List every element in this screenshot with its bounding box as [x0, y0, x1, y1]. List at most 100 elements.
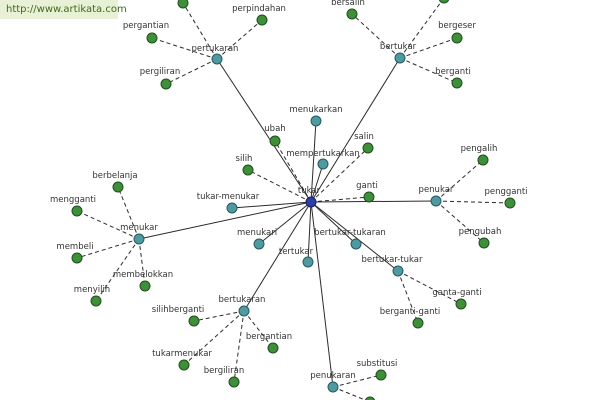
label-membelokkan[interactable]: membelokkan	[113, 270, 173, 280]
label-ubah[interactable]: ubah	[264, 124, 285, 134]
node-perpindahan[interactable]	[256, 14, 268, 26]
edge-tukar-tertukar	[307, 201, 312, 263]
node-tukar-menukar[interactable]	[226, 202, 238, 214]
node-bergeser[interactable]	[451, 32, 463, 44]
label-penukar[interactable]: penukar	[419, 185, 454, 195]
label-pengalih[interactable]: pengalih	[461, 144, 498, 154]
node-salin[interactable]	[362, 142, 374, 154]
node-menyilih[interactable]	[90, 295, 102, 307]
label-ganti[interactable]: ganti	[356, 181, 378, 191]
label-substitusi[interactable]: substitusi	[357, 359, 398, 369]
node-berbelanja[interactable]	[112, 181, 124, 193]
node-pergiliran[interactable]	[160, 78, 172, 90]
node-bottom-right-1[interactable]	[364, 396, 376, 400]
label-bersalin[interactable]: bersalin	[331, 0, 365, 8]
node-menukar[interactable]	[133, 233, 145, 245]
label-pertukaran[interactable]: pertukaran	[192, 44, 239, 54]
label-menukar[interactable]: menukar	[120, 223, 158, 233]
node-membelokkan[interactable]	[139, 280, 151, 292]
edge-menukar-berbelanja	[117, 186, 140, 240]
node-pergantian[interactable]	[146, 32, 158, 44]
label-perpindahan[interactable]: perpindahan	[232, 4, 286, 14]
node-pengalih[interactable]	[477, 154, 489, 166]
node-bertukaran[interactable]	[238, 305, 250, 317]
node-bertukar[interactable]	[394, 52, 406, 64]
label-membeli[interactable]: membeli	[56, 242, 93, 252]
edge-bertukar-bersalin	[351, 13, 401, 59]
node-penukaran[interactable]	[327, 381, 339, 393]
label-mengganti[interactable]: mengganti	[50, 195, 96, 205]
label-pengganti[interactable]: pengganti	[484, 187, 527, 197]
node-tukarmenukar[interactable]	[178, 359, 190, 371]
edge-pertukaran-perpindahan	[216, 19, 263, 60]
node-mengganti[interactable]	[71, 205, 83, 217]
node-bergiliran[interactable]	[228, 376, 240, 388]
node-ganta-ganti[interactable]	[455, 298, 467, 310]
label-silih[interactable]: silih	[236, 154, 253, 164]
node-berganti-ganti[interactable]	[412, 317, 424, 329]
edge-bertukar-tukar-berganti-ganti	[397, 270, 419, 324]
edge-tukar-bertukaran	[243, 201, 312, 312]
node-silihberganti[interactable]	[188, 315, 200, 327]
label-bergiliran[interactable]: bergiliran	[204, 366, 245, 376]
label-bergeser[interactable]: bergeser	[438, 21, 476, 31]
label-salin[interactable]: salin	[354, 132, 374, 142]
label-tukarmenukar[interactable]: tukarmenukar	[152, 349, 212, 359]
label-menukari[interactable]: menukari	[237, 228, 277, 238]
label-berganti[interactable]: berganti	[435, 67, 471, 77]
label-berganti-ganti[interactable]: berganti-ganti	[380, 307, 440, 317]
label-bertukar[interactable]: bertukar	[380, 42, 417, 52]
label-pergiliran[interactable]: pergiliran	[140, 67, 181, 77]
label-pengubah[interactable]: pengubah	[459, 227, 502, 237]
edge-tukar-menukarkan	[310, 120, 317, 203]
node-tertukar[interactable]	[302, 256, 314, 268]
node-substitusi[interactable]	[375, 369, 387, 381]
node-top-left-1[interactable]	[177, 0, 189, 9]
label-menukarkan[interactable]: menukarkan	[289, 105, 342, 115]
node-menukari[interactable]	[253, 238, 265, 250]
edge-bertukar-tukar-ganta-ganti	[397, 270, 462, 305]
label-berbelanja[interactable]: berbelanja	[92, 171, 137, 181]
node-mempertukarkan[interactable]	[317, 158, 329, 170]
edge-tukar-salin	[310, 147, 369, 203]
edge-bertukaran-silihberganti	[193, 310, 245, 322]
node-bersalin[interactable]	[346, 8, 358, 20]
label-pergantian[interactable]: pergantian	[123, 21, 169, 31]
edge-menukar-menyilih	[95, 238, 140, 302]
label-bertukar-tukar[interactable]: bertukar-tukar	[361, 255, 423, 265]
node-tukar[interactable]	[305, 196, 317, 208]
site-watermark[interactable]: http://www.artikata.com	[0, 0, 127, 19]
node-top-right-1[interactable]	[438, 0, 450, 4]
node-bertukar-tukar[interactable]	[392, 265, 404, 277]
node-pengganti[interactable]	[504, 197, 516, 209]
node-pengubah[interactable]	[478, 237, 490, 249]
edge-bertukaran-bergantian	[243, 310, 274, 349]
label-menyilih[interactable]: menyilih	[74, 285, 110, 295]
node-menukarkan[interactable]	[310, 115, 322, 127]
label-mempertukarkan[interactable]: mempertukarkan	[286, 149, 359, 159]
node-ganti[interactable]	[363, 191, 375, 203]
label-silihberganti[interactable]: silihberganti	[152, 305, 205, 315]
label-bertukar-tukaran[interactable]: bertukar-tukaran	[314, 228, 386, 238]
label-tukar-menukar[interactable]: tukar-menukar	[197, 192, 260, 202]
edges-group	[76, 0, 511, 400]
label-bertukaran[interactable]: bertukaran	[219, 295, 266, 305]
label-bergantian[interactable]: bergantian	[246, 332, 292, 342]
label-penukaran[interactable]: penukaran	[310, 371, 355, 381]
node-pertukaran[interactable]	[211, 53, 223, 65]
label-tertukar[interactable]: tertukar	[279, 247, 314, 257]
label-ganta-ganti[interactable]: ganta-ganti	[432, 288, 481, 298]
label-tukar[interactable]: tukar	[298, 186, 321, 196]
edge-tukar-pertukaran	[216, 58, 312, 203]
edge-menukar-membeli	[76, 238, 140, 259]
node-membeli[interactable]	[71, 252, 83, 264]
node-bergantian[interactable]	[267, 342, 279, 354]
node-silih[interactable]	[242, 164, 254, 176]
node-bertukar-tukaran[interactable]	[350, 238, 362, 250]
edge-pertukaran-top-left-1	[182, 2, 218, 60]
node-ubah[interactable]	[269, 135, 281, 147]
node-berganti[interactable]	[451, 77, 463, 89]
node-penukar[interactable]	[430, 195, 442, 207]
